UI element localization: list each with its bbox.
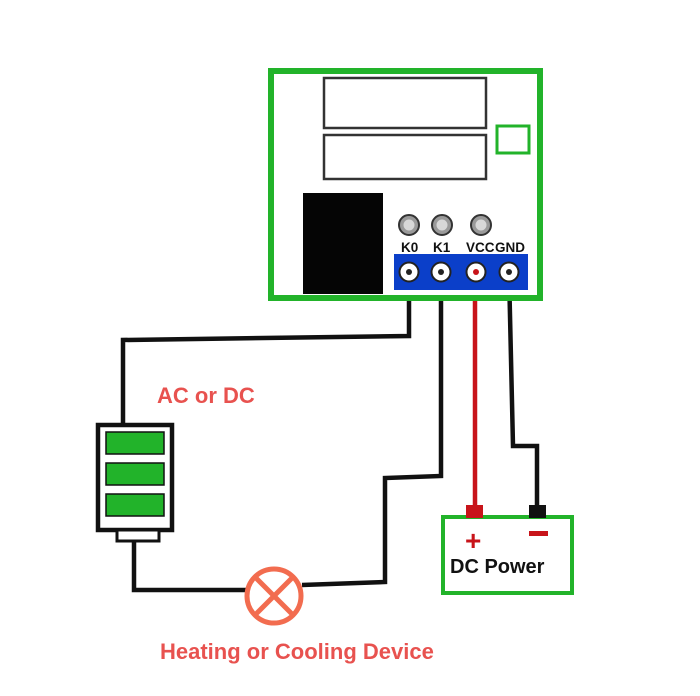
pin-label-k1: K1	[433, 240, 451, 255]
pin-label-gnd: GND	[495, 240, 525, 255]
dc-power-supply: + DC Power	[441, 505, 574, 595]
battery-cell-1	[105, 431, 165, 455]
battery-to-lamp-wire	[131, 540, 246, 593]
k0-wire	[120, 272, 412, 427]
dc-plus-sign: +	[465, 525, 481, 556]
relay-block	[303, 193, 383, 294]
indicator-leds	[398, 214, 492, 236]
pin-label-vcc: VCC	[466, 240, 495, 255]
gnd-wire	[506, 271, 540, 506]
dc-minus-sign	[529, 531, 548, 536]
dc-plus-terminal	[466, 505, 483, 518]
dc-power-label: DC Power	[450, 556, 545, 578]
dc-minus-terminal	[529, 505, 546, 518]
pin-label-k0: K0	[401, 240, 418, 255]
device-label: Heating or Cooling Device	[160, 639, 434, 664]
battery	[95, 422, 175, 543]
relay-module: K0 K1 VCC GND	[268, 68, 543, 301]
k1-wire	[301, 272, 444, 588]
display-top	[322, 76, 488, 130]
battery-cell-2	[105, 462, 165, 486]
dc-power-box	[441, 515, 574, 595]
wires	[120, 271, 540, 593]
status-led-box	[495, 124, 531, 155]
ac-dc-label: AC or DC	[157, 383, 255, 408]
terminal-screws	[398, 261, 520, 283]
battery-terminal	[115, 528, 161, 543]
display-bottom	[322, 133, 488, 181]
battery-cell-3	[105, 493, 165, 517]
lamp-icon	[244, 566, 304, 626]
